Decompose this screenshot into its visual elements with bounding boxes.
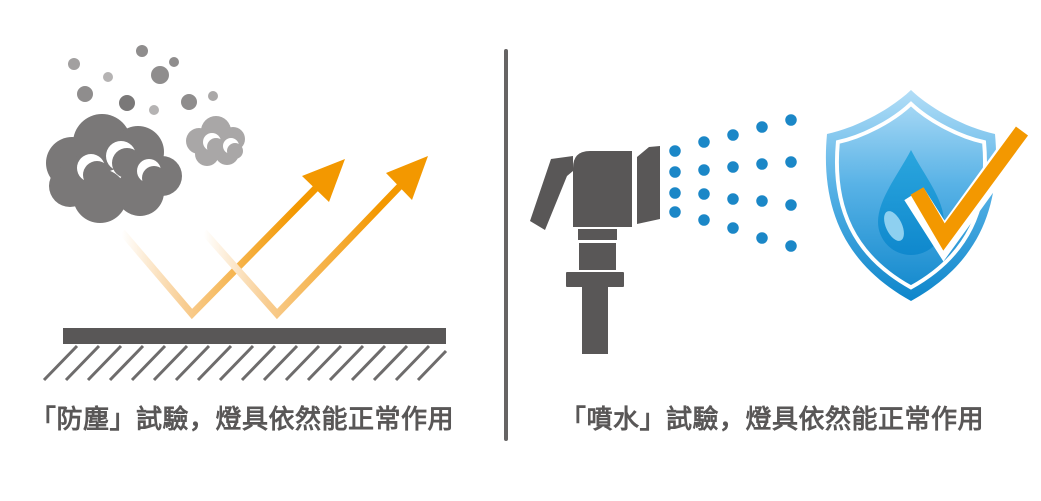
spray-gun-icon: [530, 146, 660, 354]
arrowhead-icon: [302, 159, 345, 202]
ground-icon: [42, 328, 448, 382]
dust-cloud-icon: [46, 45, 245, 223]
bounce-arrows-icon: [119, 156, 428, 320]
spray-droplets-icon: [666, 111, 800, 255]
checkmark-icon: [904, 122, 1035, 262]
left-caption: 「防塵」試驗，燈具依然能正常作用: [30, 404, 455, 434]
arrowhead-icon: [386, 156, 428, 200]
right-caption: 「噴水」試驗，燈具依然能正常作用: [560, 404, 985, 434]
panel-divider: [504, 49, 508, 441]
